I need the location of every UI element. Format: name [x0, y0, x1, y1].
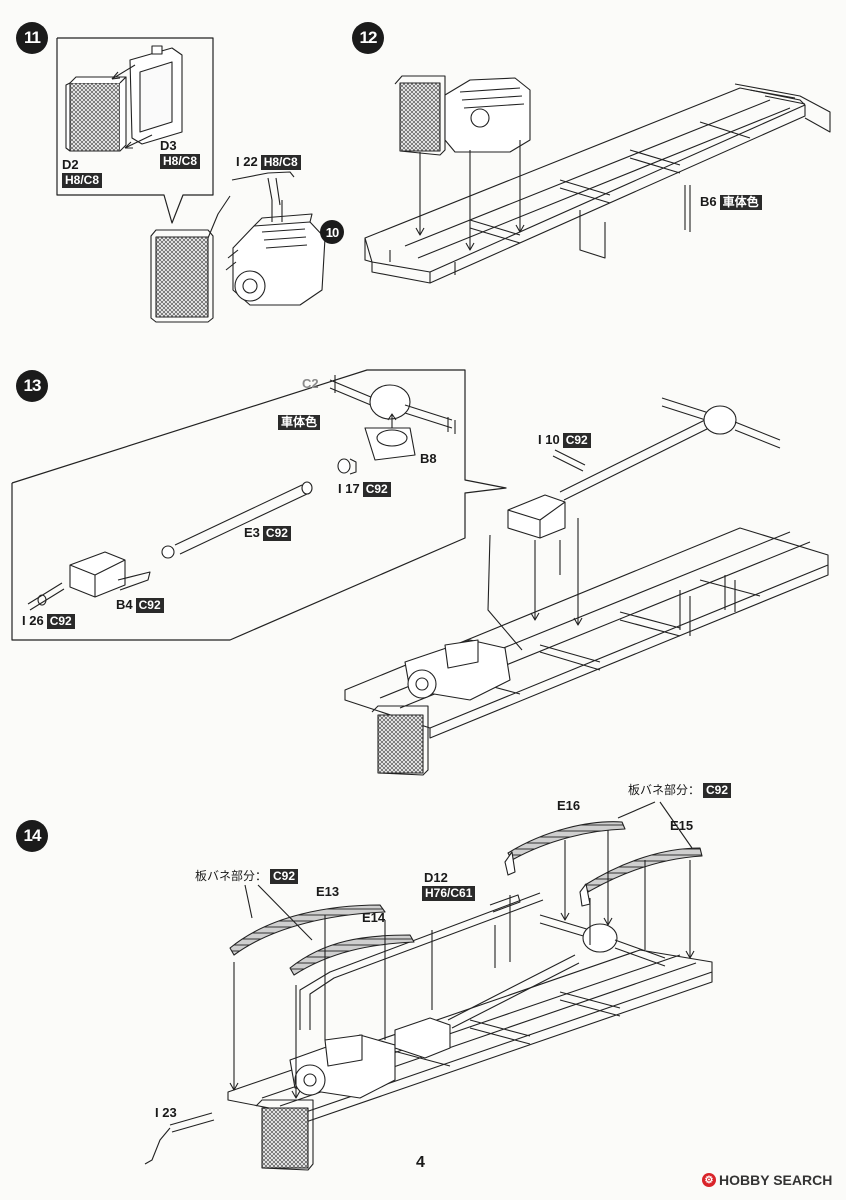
leaf-spring-note-left: 板バネ部分：C92 — [195, 868, 299, 884]
leaf-spring-note-right-text: 板バネ部分： — [628, 783, 701, 797]
leaf-spring-note-right: 板バネ部分：C92 — [628, 782, 732, 798]
step-13-number: 13 — [23, 376, 42, 395]
part-label-e13: E13 — [316, 884, 340, 899]
step13-drawing — [11, 369, 829, 776]
part-label-i23: I 23 — [155, 1105, 177, 1120]
footer-watermark: ⚙ HOBBY SEARCH — [702, 1172, 832, 1188]
step-10-ref-badge: 10 — [320, 220, 344, 244]
color-tag-e3: C92 — [262, 526, 291, 541]
step-13-badge: 13 — [16, 370, 48, 402]
part-label-i17-text: I 17 — [338, 481, 360, 496]
part-label-e14: E14 — [362, 910, 386, 925]
part-label-i26-text: I 26 — [22, 613, 44, 628]
part-label-e16: E16 — [557, 798, 581, 813]
step-12-badge: 12 — [352, 22, 384, 54]
step-14-number: 14 — [23, 826, 42, 845]
part-label-d3: D3 — [160, 138, 177, 153]
part-label-d2: D2 — [62, 157, 79, 172]
part-label-i10-text: I 10 — [538, 432, 560, 447]
color-tag-b4: C92 — [135, 598, 164, 613]
step12-drawing — [364, 75, 831, 284]
step-14-badge: 14 — [16, 820, 48, 852]
part-label-b8: B8 — [420, 451, 437, 466]
part-label-b4-text: B4 — [116, 597, 133, 612]
part-label-b6-text: B6 — [700, 194, 717, 209]
part-label-i22-text: I 22 — [236, 154, 258, 169]
step-12-number: 12 — [359, 28, 378, 47]
step-11-number: 11 — [24, 28, 41, 47]
part-label-e3-text: E3 — [244, 525, 260, 540]
color-tag-leaf-left: C92 — [270, 869, 299, 884]
step14-drawing — [144, 801, 713, 1171]
part-label-e15: E15 — [670, 818, 694, 833]
color-tag-body-color: 車体色 — [278, 415, 321, 430]
color-tag-d12: H76/C61 — [422, 886, 476, 901]
color-tag-d3: H8/C8 — [160, 154, 201, 169]
step11-drawing — [56, 37, 326, 323]
page-number: 4 — [416, 1154, 425, 1171]
color-tag-d2: H8/C8 — [62, 173, 103, 188]
color-tag-i22: H8/C8 — [260, 155, 301, 170]
color-tag-i17: C92 — [362, 482, 391, 497]
color-tag-i26: C92 — [46, 614, 75, 629]
footer-brand-text: HOBBY SEARCH — [719, 1172, 833, 1188]
part-label-d12: D12 — [424, 870, 448, 885]
color-tag-i10: C92 — [562, 433, 591, 448]
step-10-ref-number: 10 — [325, 224, 340, 240]
step-11-badge: 11 — [16, 22, 48, 54]
color-tag-leaf-right: C92 — [703, 783, 732, 798]
leaf-spring-note-left-text: 板バネ部分： — [195, 869, 268, 883]
hobbysearch-logo-icon: ⚙ — [702, 1173, 716, 1187]
color-tag-b6: 車体色 — [719, 195, 762, 210]
part-label-c2: C2 — [302, 376, 319, 391]
